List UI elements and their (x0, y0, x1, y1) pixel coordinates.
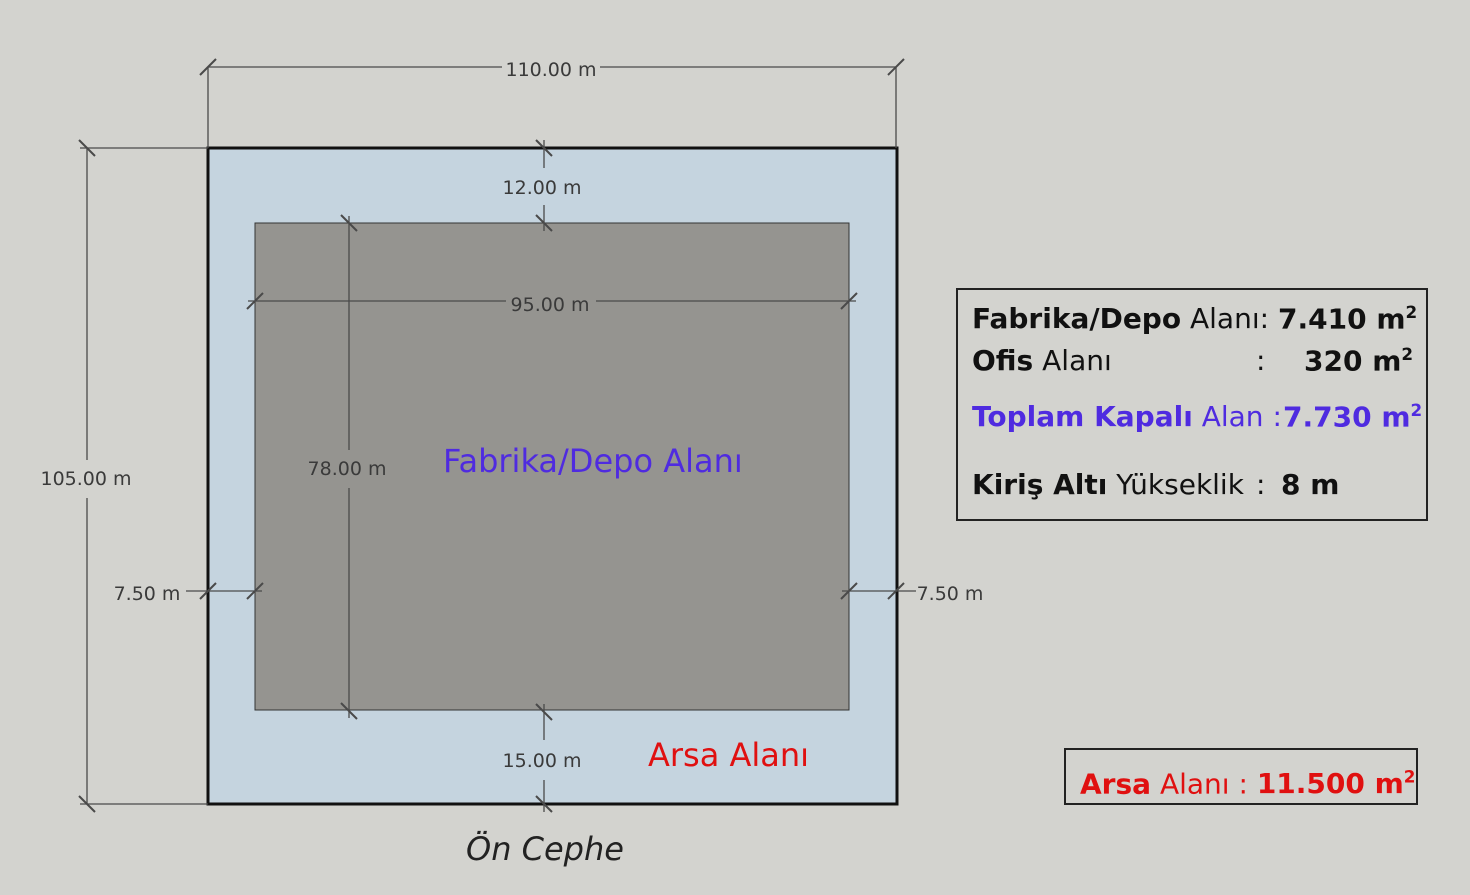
dim-building-width: 95.00 m (511, 294, 590, 316)
plot-area-summary-label: Alanı : (1151, 767, 1257, 801)
total-area-row: Toplam Kapalı Alan : (972, 400, 1282, 433)
office-area-row: Ofis Alanı (972, 344, 1112, 377)
dim-side-setback-left: 7.50 m (114, 583, 181, 605)
total-area-value: 7.730 m2 (1283, 400, 1423, 434)
beam-height-value: 8 m (1281, 468, 1340, 501)
dim-building-depth: 78.00 m (308, 458, 387, 480)
plot-area-label: Arsa Alanı (648, 736, 810, 774)
plot-area-summary-bold: Arsa (1080, 767, 1152, 801)
factory-area-label-bold: Fabrika/Depo (972, 302, 1182, 335)
dim-plot-depth: 105.00 m (40, 468, 131, 490)
beam-height-label-bold: Kiriş Altı (972, 468, 1108, 501)
plot-area-summary-box: Arsa Alanı : 11.500 m2 (1064, 748, 1418, 805)
front-facade-label: Ön Cephe (466, 830, 624, 868)
plot-area-summary-value: 11.500 m2 (1256, 767, 1416, 801)
dim-rear-setback: 12.00 m (503, 177, 582, 199)
total-area-label: Alan : (1192, 400, 1282, 433)
factory-area-row: Fabrika/Depo Alanı: (972, 302, 1269, 335)
dim-plot-width: 110.00 m (505, 59, 596, 81)
building-area-label: Fabrika/Depo Alanı (443, 442, 743, 480)
factory-area-value: 7.410 m2 (1278, 302, 1418, 336)
beam-height-colon: : (1256, 468, 1266, 501)
beam-height-label: Yükseklik (1107, 468, 1244, 501)
dim-side-setback-right: 7.50 m (917, 583, 984, 605)
building-footprint (254, 222, 850, 711)
office-area-label: Alanı (1033, 344, 1112, 377)
office-area-label-bold: Ofis (972, 344, 1034, 377)
beam-height-row: Kiriş Altı Yükseklik (972, 468, 1244, 501)
factory-area-label: Alanı: (1181, 302, 1270, 335)
area-summary-box: Fabrika/Depo Alanı: 7.410 m2 Ofis Alanı … (956, 288, 1428, 521)
office-area-value: 320 m2 (1304, 344, 1414, 378)
dimension-lines (78, 58, 916, 813)
dim-front-setback: 15.00 m (503, 750, 582, 772)
total-area-label-bold: Toplam Kapalı (972, 400, 1193, 433)
office-area-colon: : (1256, 344, 1266, 377)
